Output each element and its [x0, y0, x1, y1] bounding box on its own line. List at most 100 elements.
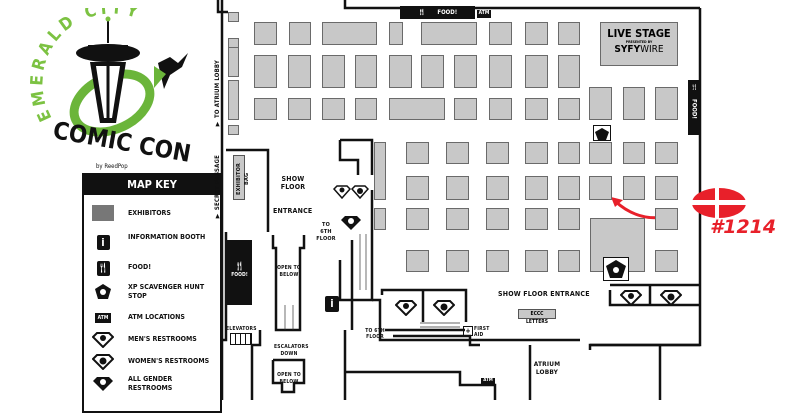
presented-by: PRESENTED BY: [625, 40, 653, 44]
show-floor-label: SHOW FLOOR: [280, 175, 306, 191]
exhibitor-booth[interactable]: [558, 98, 580, 120]
exhibitor-booth[interactable]: [289, 22, 311, 45]
exhibitor-booth[interactable]: [322, 98, 345, 120]
exhibitor-booth[interactable]: [389, 55, 412, 88]
exhibitor-booth[interactable]: [486, 208, 509, 230]
scavenger-hunt-icon: [92, 283, 114, 301]
exhibitor-booth[interactable]: [589, 176, 612, 200]
exhibitor-booth[interactable]: [525, 98, 548, 120]
exhibitor-booth[interactable]: [525, 176, 548, 200]
exhibitor-booth[interactable]: [228, 12, 239, 22]
atm-bottom[interactable]: ATM: [481, 378, 495, 385]
scavenger-hunt-icon[interactable]: [603, 257, 629, 281]
exhibitor-booth[interactable]: [288, 98, 311, 120]
exhibitor-booth[interactable]: [446, 176, 469, 200]
all-gender-restroom-icon[interactable]: [340, 215, 362, 235]
exhibitor-booth[interactable]: [558, 250, 580, 272]
exhibitor-booth[interactable]: [406, 142, 429, 164]
exhibitor-booth[interactable]: [421, 55, 444, 88]
exhibitor-booth[interactable]: [655, 250, 678, 272]
exhibitor-booth[interactable]: [446, 142, 469, 164]
exhibitor-booth[interactable]: [589, 142, 612, 164]
live-stage[interactable]: LIVE STAGE PRESENTED BY SYFYWIRE: [600, 22, 678, 66]
exhibitor-booth[interactable]: [525, 22, 548, 45]
eccc-letters[interactable]: ECCC LETTERS: [518, 309, 556, 325]
secret-passage-label: ▼ SECRET PASSAGE: [214, 155, 221, 220]
exhibitor-booth[interactable]: [406, 250, 429, 272]
exhibitor-booth[interactable]: [558, 176, 580, 200]
syfy-wire-logo: SYFYWIRE: [614, 44, 664, 55]
mens-restroom-icon[interactable]: [332, 184, 352, 203]
svg-text:EMERALD CITY: EMERALD CITY: [30, 8, 144, 124]
exhibitor-booth[interactable]: [454, 55, 477, 88]
exhibitor-booth[interactable]: [623, 87, 645, 120]
food-area-top[interactable]: 🍴︎FOOD!: [400, 6, 475, 19]
exhibitor-booth[interactable]: [355, 98, 377, 120]
exhibitor-booth[interactable]: [558, 142, 580, 164]
to-6th-floor-bottom-label: TO 6TH FLOOR: [365, 328, 385, 340]
womens-restroom-icon[interactable]: [432, 300, 456, 320]
exhibitor-booth[interactable]: [322, 22, 377, 45]
floor-plan-walls: [216, 0, 746, 400]
womens-restroom-icon: [92, 353, 114, 371]
exhibitor-booth[interactable]: [446, 208, 469, 230]
exhibitor-booth[interactable]: [454, 98, 477, 120]
exhibitor-booth[interactable]: [228, 47, 239, 77]
exhibitor-booth[interactable]: [623, 142, 645, 164]
exhibitor-booth[interactable]: [489, 55, 512, 88]
exhibitor-booth[interactable]: [374, 142, 386, 200]
exhibitor-booth[interactable]: [558, 55, 580, 88]
exhibitor-booth[interactable]: [254, 22, 277, 45]
exhibitor-booth[interactable]: [406, 208, 429, 230]
entrance-label: ENTRANCE: [273, 207, 313, 215]
exhibitor-booth[interactable]: [288, 55, 311, 88]
food-area-left[interactable]: 🍴︎ FOOD!: [227, 240, 252, 305]
food-icon: 🍴︎: [690, 84, 698, 91]
exhibitor-booth[interactable]: [446, 250, 469, 272]
exhibitor-booth[interactable]: [655, 142, 678, 164]
exhibitor-booth[interactable]: [589, 87, 612, 120]
exhibitor-booth[interactable]: [254, 98, 277, 120]
exhibitor-booth[interactable]: [558, 22, 580, 45]
open-to-below-label: OPEN TO BELOW: [277, 265, 301, 278]
exhibitor-booth[interactable]: [486, 142, 509, 164]
exhibitor-booth[interactable]: [525, 250, 548, 272]
exhibitor-booth[interactable]: [389, 98, 445, 120]
atm-top[interactable]: ATM: [477, 10, 491, 18]
highlighted-booth-number: #1214: [710, 216, 777, 238]
exhibitor-booth[interactable]: [228, 125, 239, 135]
atm-icon: ATM: [92, 309, 114, 327]
exhibitor-booth[interactable]: [421, 22, 477, 45]
key-item-mens-restroom: MEN'S RESTROOMS: [84, 329, 220, 353]
svg-text:by ReedPop: by ReedPop: [96, 163, 128, 170]
exhibitor-booth[interactable]: [322, 55, 345, 88]
information-booth[interactable]: i: [325, 296, 339, 312]
exhibitor-booth[interactable]: [486, 250, 509, 272]
exhibitor-booth[interactable]: [374, 208, 386, 230]
exhibitor-booth[interactable]: [558, 208, 580, 230]
womens-restroom-icon[interactable]: [659, 290, 683, 310]
exhibitor-booth[interactable]: [486, 176, 509, 200]
exhibitor-booth[interactable]: [254, 55, 277, 88]
exhibitor-booth[interactable]: [525, 142, 548, 164]
exhibitor-booth[interactable]: [406, 176, 429, 200]
exhibitor-booth[interactable]: [389, 22, 403, 45]
key-item-food: 🍴︎ FOOD!: [84, 257, 220, 281]
womens-restroom-icon[interactable]: [350, 184, 370, 203]
exhibitor-booth[interactable]: [355, 55, 377, 88]
exhibitor-booth[interactable]: [228, 80, 239, 120]
exhibitor-booth[interactable]: [525, 55, 548, 88]
exhibitor-booth[interactable]: [623, 176, 645, 200]
mens-restroom-icon[interactable]: [619, 290, 643, 310]
mens-restroom-icon[interactable]: [394, 300, 418, 320]
exhibitor-booth[interactable]: [489, 98, 512, 120]
exhibitor-booth[interactable]: [655, 176, 678, 200]
scavenger-hunt-icon[interactable]: [593, 125, 611, 141]
exhibitor-bag[interactable]: EXHIBITOR BAG: [233, 155, 250, 200]
exhibitor-booth[interactable]: [655, 87, 678, 120]
exhibitor-booth[interactable]: [525, 208, 548, 230]
food-area-right[interactable]: 🍴︎ FOOD!: [688, 80, 700, 135]
exhibitor-booth[interactable]: [655, 208, 678, 230]
exhibitor-booth[interactable]: [489, 22, 512, 45]
emerald-city-comic-con-logo: EMERALD CITY COMIC CON by ReedPop: [27, 0, 200, 173]
